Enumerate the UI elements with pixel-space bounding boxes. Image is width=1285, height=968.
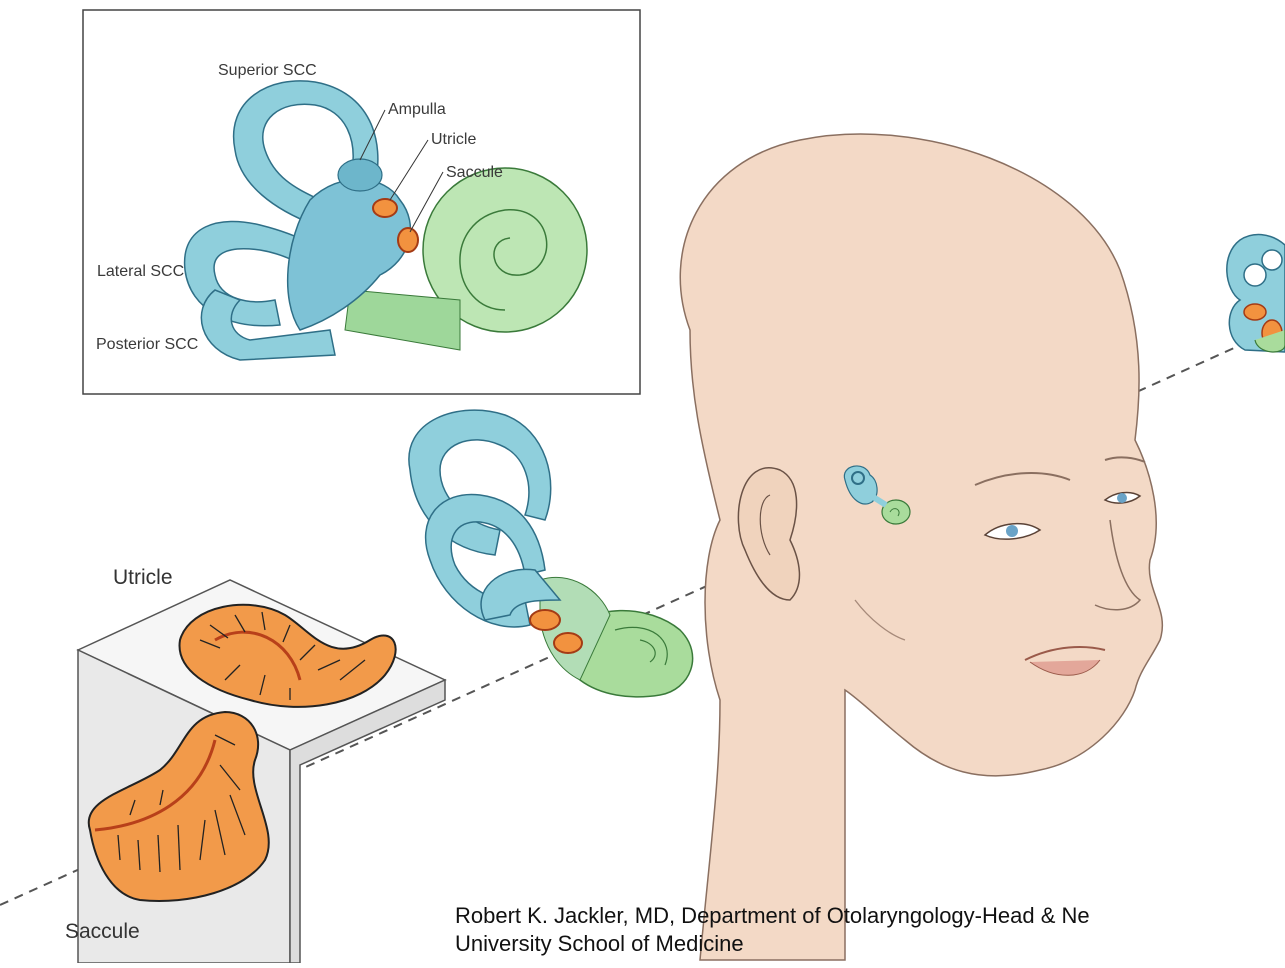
label-lateral-scc: Lateral SCC	[97, 263, 184, 281]
label-saccule-macula: Saccule	[65, 920, 140, 944]
credit-line-2: University School of Medicine	[455, 930, 1285, 958]
label-saccule: Saccule	[446, 164, 503, 182]
label-utricle-macula: Utricle	[113, 566, 173, 590]
label-utricle: Utricle	[431, 131, 476, 149]
label-superior-scc: Superior SCC	[218, 62, 317, 80]
label-posterior-scc: Posterior SCC	[96, 336, 198, 354]
right-inner-ear-fragment	[1227, 235, 1285, 352]
label-ampulla: Ampulla	[388, 101, 446, 119]
otolith-cube	[78, 580, 445, 963]
middle-inner-ear	[409, 410, 693, 697]
credit-text: Robert K. Jackler, MD, Department of Oto…	[455, 902, 1285, 958]
credit-line-1: Robert K. Jackler, MD, Department of Oto…	[455, 902, 1285, 930]
head-illustration	[680, 134, 1162, 960]
